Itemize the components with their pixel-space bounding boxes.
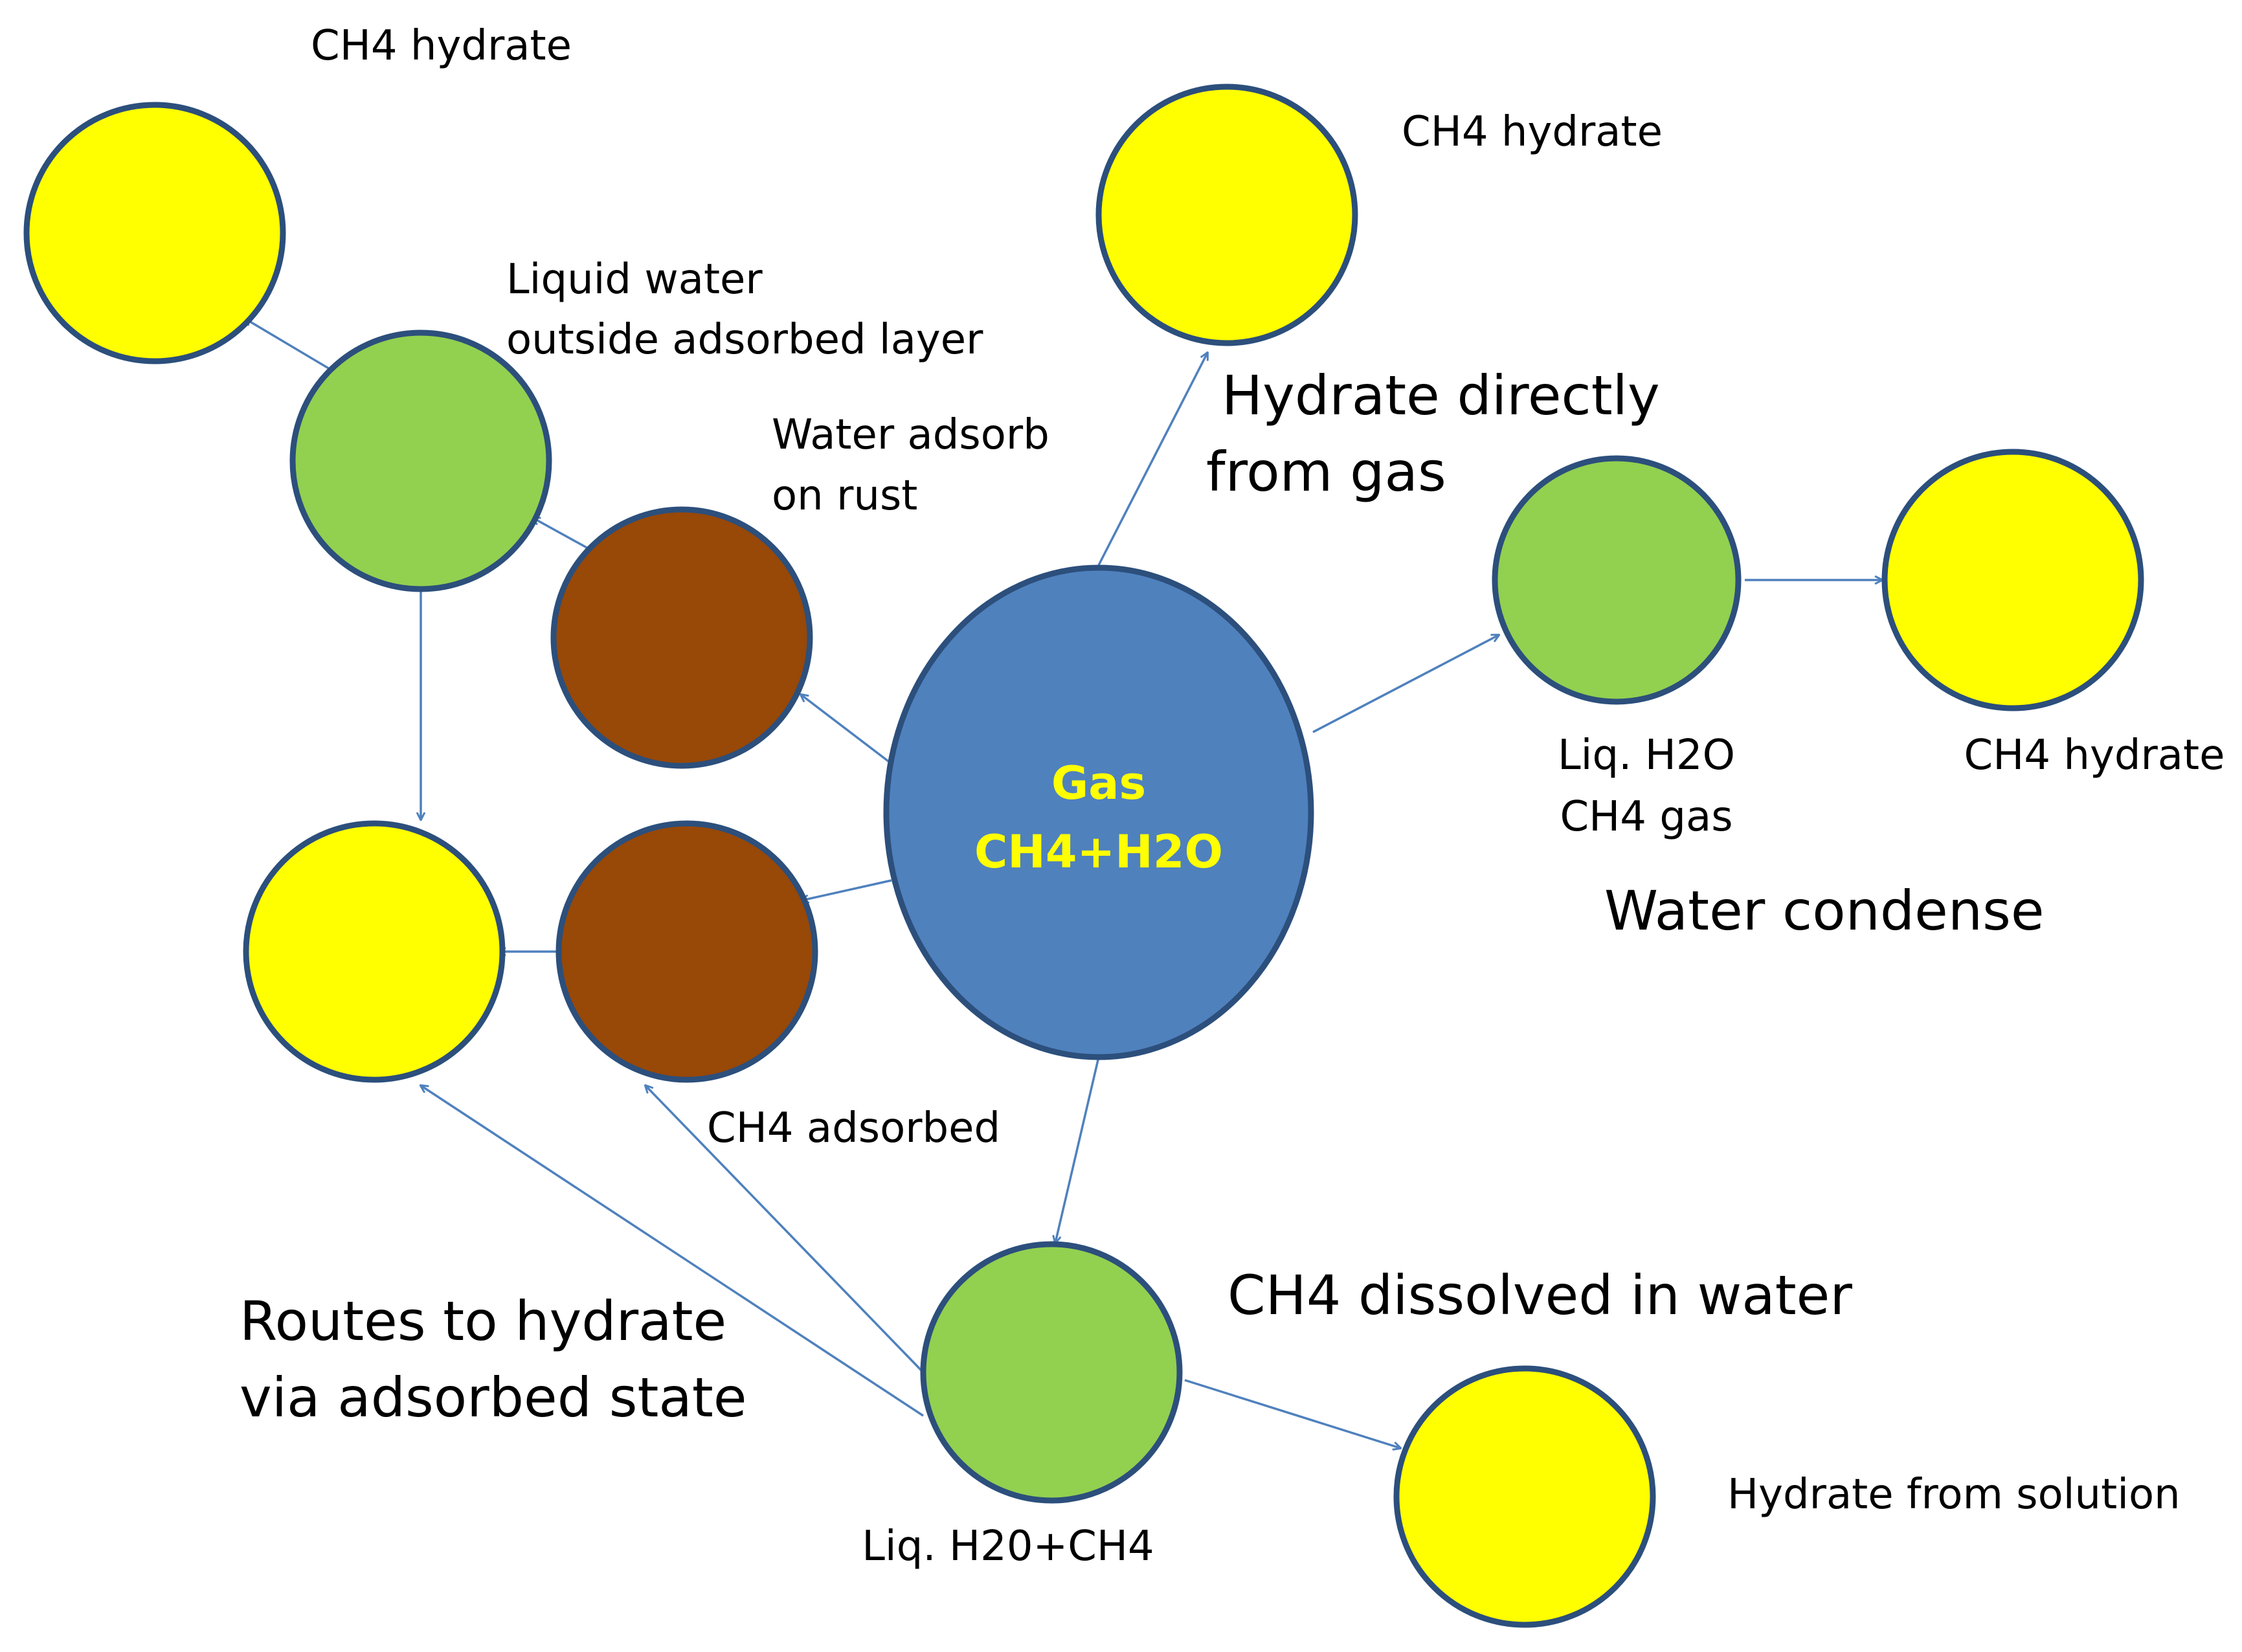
label-ch4-adsorbed: CH4 adsorbed bbox=[707, 1104, 1000, 1152]
arrow-liquid-water-to-top-left-hydrate bbox=[245, 318, 341, 377]
label-hydrate-right: CH4 hydrate bbox=[1964, 731, 2225, 779]
arrow-liq-h2o-ch4-to-left-hydrate bbox=[421, 1086, 924, 1417]
arrow-gas-to-liq-h2o-ch4-gas bbox=[1312, 635, 1499, 733]
hydrate-circle-top-left bbox=[23, 102, 286, 364]
arrow-rust-to-liquid-water bbox=[533, 518, 590, 550]
arrow-gas-to-liq-h2o-ch4 bbox=[1055, 1056, 1100, 1243]
arrow-liq-h2o-ch4-to-hydrate-from-solution bbox=[1184, 1379, 1400, 1448]
liq-h2o-ch4-circle bbox=[920, 1241, 1183, 1504]
liq-h2o-ch4-gas-circle bbox=[1492, 455, 1742, 705]
caption-routes-line2: via adsorbed state bbox=[240, 1366, 747, 1429]
ch4-adsorbed-rust-circle bbox=[555, 820, 818, 1083]
arrow-gas-to-ch4-adsorbed bbox=[802, 879, 892, 900]
label-liq-h2o-ch4-gas-line1: Liq. H2O bbox=[1558, 731, 1735, 779]
arrow-liq-h2o-ch4-to-ch4-adsorbed bbox=[645, 1086, 925, 1374]
gas-label-line1: Gas bbox=[1051, 757, 1146, 810]
labels: CH4 hydrate Liquid water outside adsorbe… bbox=[240, 22, 2225, 1570]
gas-ellipse bbox=[883, 564, 1314, 1060]
hydrate-circle-right bbox=[1881, 449, 2144, 711]
arrow-gas-to-rust-water bbox=[801, 695, 895, 766]
arrows bbox=[245, 318, 1882, 1448]
liquid-water-circle-outside bbox=[289, 329, 552, 592]
arrow-gas-to-top-center-hydrate bbox=[1097, 353, 1207, 566]
caption-ch4-dissolved: CH4 dissolved in water bbox=[1227, 1264, 1852, 1327]
hydrate-circle-left-middle bbox=[243, 820, 506, 1083]
hydrate-circle-top-center bbox=[1095, 84, 1358, 346]
label-hydrate-top-left: CH4 hydrate bbox=[311, 22, 572, 70]
rust-water-circle bbox=[550, 506, 813, 769]
caption-routes-line1: Routes to hydrate bbox=[240, 1289, 726, 1353]
label-hydrate-from-solution: Hydrate from solution bbox=[1727, 1471, 2180, 1519]
caption-hydrate-directly-line1: Hydrate directly bbox=[1222, 364, 1660, 427]
hydrate-circle-from-solution bbox=[1393, 1365, 1656, 1628]
label-water-adsorb-line2: on rust bbox=[772, 472, 917, 520]
label-liquid-water-line2: outside adsorbed layer bbox=[506, 316, 983, 364]
label-water-adsorb-line1: Water adsorb bbox=[772, 411, 1049, 459]
nodes bbox=[23, 84, 2144, 1628]
gas-label-line2: CH4+H2O bbox=[974, 825, 1223, 878]
label-hydrate-top-center: CH4 hydrate bbox=[1402, 108, 1663, 156]
caption-hydrate-directly-line2: from gas bbox=[1206, 440, 1446, 504]
label-liq-h2o-ch4-gas-line2: CH4 gas bbox=[1560, 793, 1732, 841]
caption-water-condense: Water condense bbox=[1604, 879, 2045, 943]
label-liquid-water-line1: Liquid water bbox=[506, 256, 763, 304]
label-liq-h2o-ch4: Liq. H20+CH4 bbox=[862, 1523, 1154, 1570]
